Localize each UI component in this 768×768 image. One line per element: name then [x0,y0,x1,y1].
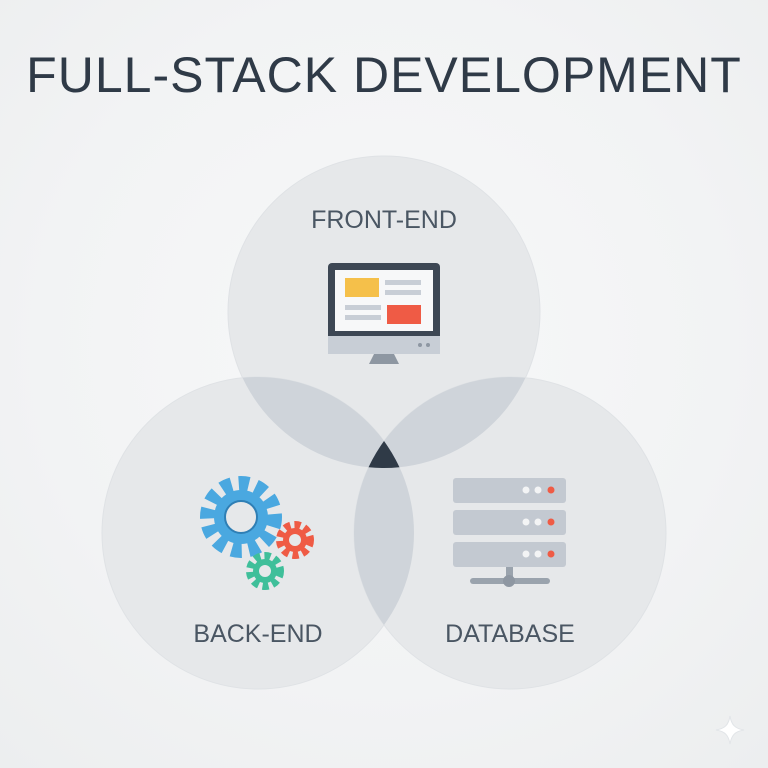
small-gear-green-icon [246,552,284,590]
overlap-front-database [354,377,540,468]
page-title: FULL-STACK DEVELOPMENT [26,47,742,103]
small-gear-red-icon [276,521,314,559]
large-gear-icon [200,476,282,558]
label-database: DATABASE [445,620,575,648]
gears-icon [200,476,314,590]
server-icon [453,478,566,587]
label-back-end: BACK-END [193,620,322,648]
label-front-end: FRONT-END [311,206,457,234]
sparkle-icon [715,715,745,745]
overlap-front-back [228,377,414,468]
monitor-icon [328,263,440,364]
